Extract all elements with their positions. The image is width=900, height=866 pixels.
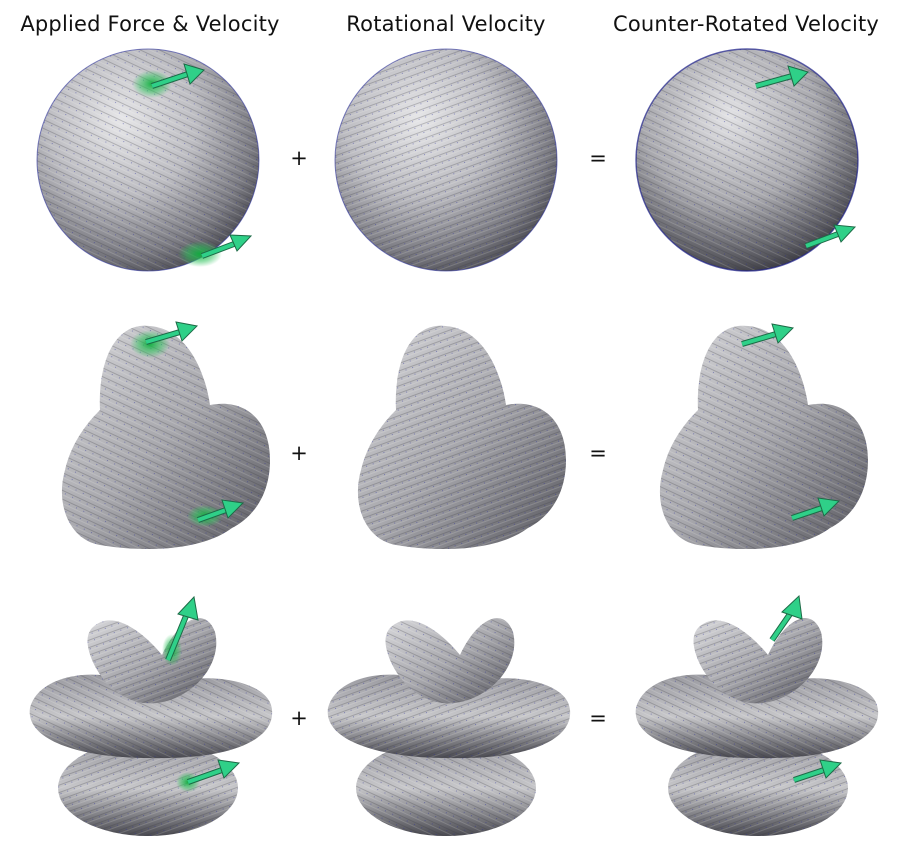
column-title-applied-force: Applied Force & Velocity bbox=[20, 12, 280, 36]
column-title-rotational-velocity: Rotational Velocity bbox=[346, 12, 546, 36]
force-arrow-icon bbox=[793, 759, 843, 783]
equals-operator-row1: = bbox=[589, 146, 607, 170]
sphere-rotational-velocity bbox=[334, 48, 558, 272]
force-arrow-icon bbox=[200, 234, 253, 259]
plus-operator-row2: + bbox=[290, 441, 308, 465]
force-arrow-icon bbox=[791, 497, 841, 521]
column-title-counter-rotated: Counter-Rotated Velocity bbox=[612, 12, 880, 36]
force-arrow-icon bbox=[196, 499, 245, 523]
equals-operator-row2: = bbox=[589, 441, 607, 465]
twisted-applied-force bbox=[29, 618, 273, 836]
force-arrow-icon bbox=[769, 594, 803, 642]
blob-counter-rotated bbox=[659, 325, 868, 550]
force-arrow-icon bbox=[165, 595, 199, 662]
equals-operator-row3: = bbox=[589, 706, 607, 730]
plus-operator-row3: + bbox=[290, 706, 308, 730]
force-arrow-icon bbox=[151, 63, 205, 89]
force-glow bbox=[178, 241, 222, 267]
force-arrow-icon bbox=[145, 321, 199, 345]
force-arrow-icon bbox=[741, 323, 795, 347]
blob-applied-force bbox=[61, 325, 270, 550]
force-arrow-icon bbox=[804, 224, 857, 249]
sphere-counter-rotated bbox=[635, 48, 859, 272]
twisted-rotational-velocity bbox=[327, 618, 571, 836]
plus-operator-row1: + bbox=[290, 146, 308, 170]
blob-rotational-velocity bbox=[357, 325, 566, 550]
force-arrow-icon bbox=[755, 65, 809, 89]
twisted-counter-rotated bbox=[635, 618, 879, 836]
sphere-applied-force bbox=[36, 48, 260, 272]
force-arrow-icon bbox=[187, 759, 241, 785]
